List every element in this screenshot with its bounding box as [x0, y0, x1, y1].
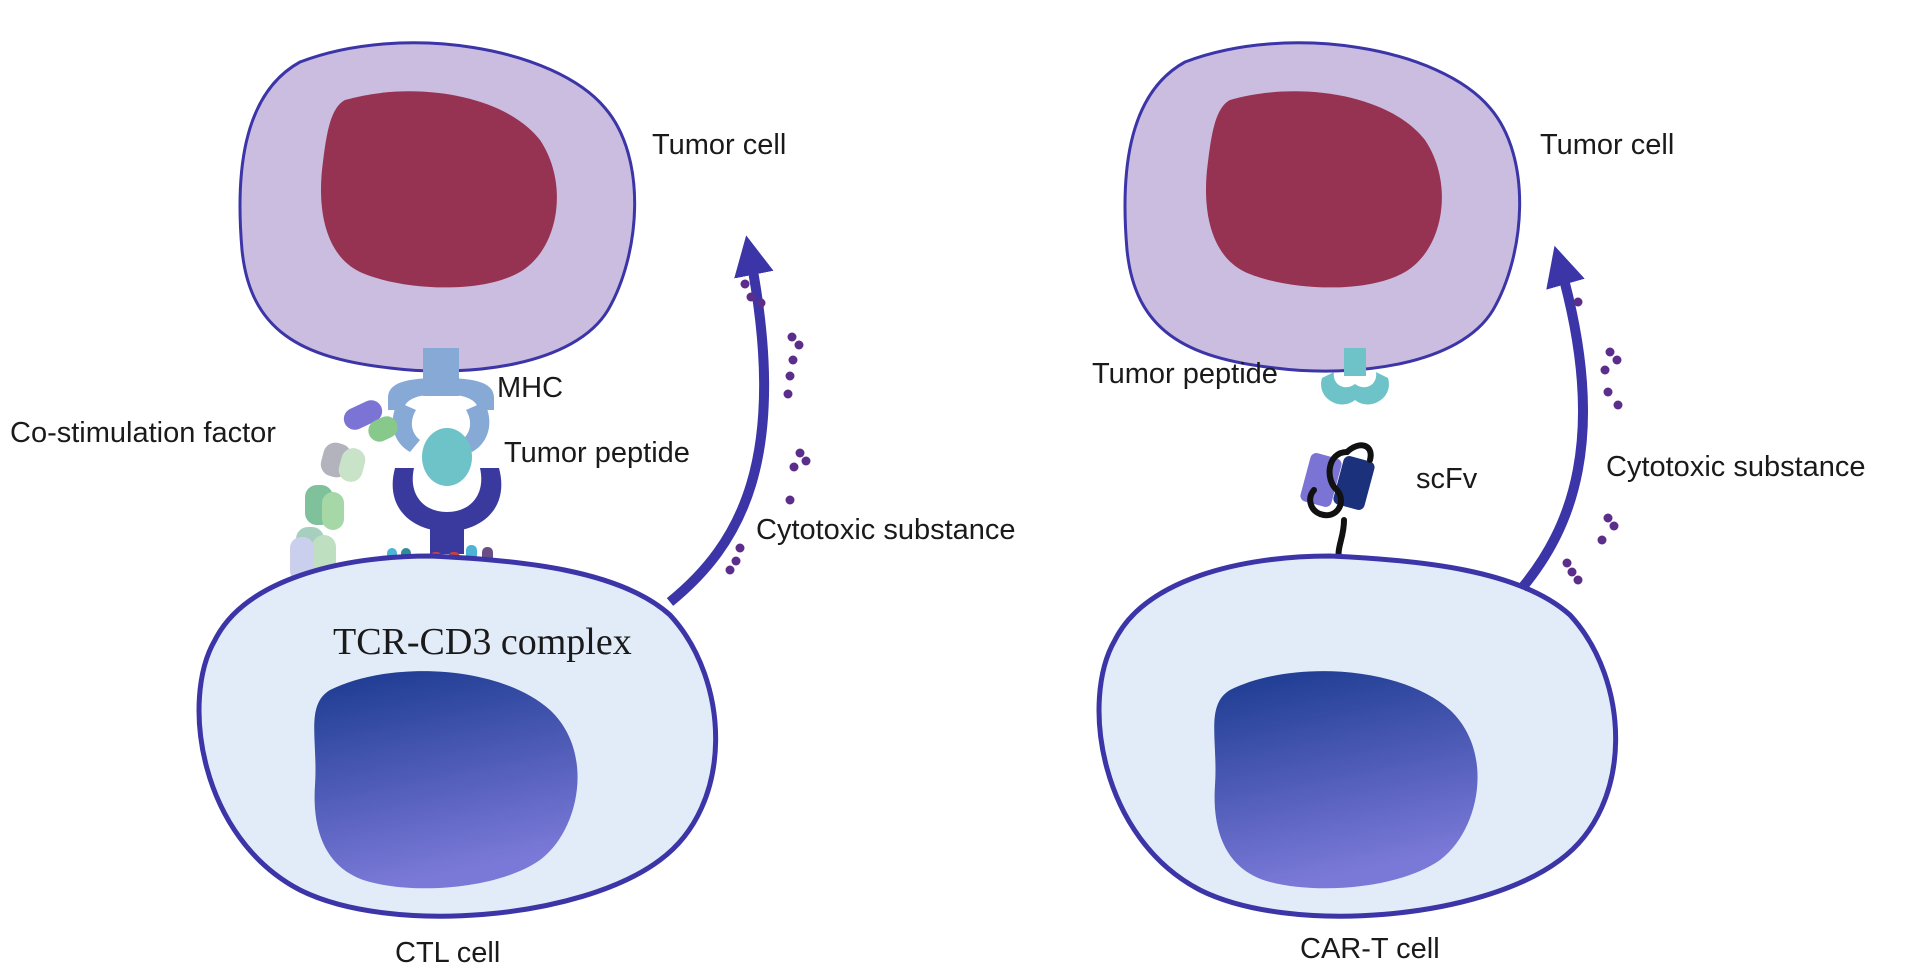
car-t-cell-nucleus	[1214, 671, 1478, 889]
right-cytotoxic-label: Cytotoxic substance	[1606, 451, 1866, 483]
right-tumor-peptide	[1321, 348, 1389, 405]
ctl-cell	[196, 553, 719, 919]
costimulation-label: Co-stimulation factor	[10, 417, 276, 449]
mhc-molecule	[388, 348, 494, 452]
tcr-cd3-label: TCR-CD3 complex	[333, 621, 632, 663]
left-tumor-peptide	[422, 428, 472, 486]
left-cytotoxic-arrow	[666, 235, 774, 606]
left-tumor-cell-label: Tumor cell	[652, 129, 786, 161]
left-panel: Tumor cell MHC Tumor peptide Co-stimulat…	[10, 41, 1016, 969]
right-tumor-cell-label: Tumor cell	[1540, 129, 1674, 161]
scfv-label: scFv	[1416, 463, 1478, 495]
left-tumor-peptide-label: Tumor peptide	[504, 437, 690, 469]
left-cytotoxic-label: Cytotoxic substance	[756, 514, 1016, 546]
left-tumor-nucleus	[320, 91, 557, 288]
mhc-label: MHC	[497, 372, 563, 404]
left-cytotoxic-dots	[725, 279, 811, 575]
right-cytotoxic-arrow	[1518, 245, 1589, 592]
ctl-cell-label: CTL cell	[395, 937, 500, 969]
car-t-cell-label: CAR-T cell	[1300, 933, 1440, 965]
car-t-cell	[1096, 553, 1619, 919]
right-tumor-cell	[1123, 41, 1522, 373]
left-tumor-cell	[238, 41, 637, 373]
right-tumor-peptide-label: Tumor peptide	[1092, 358, 1278, 390]
ctl-cell-nucleus	[314, 671, 578, 889]
tcr-receptor	[392, 468, 502, 554]
right-cytotoxic-dots	[1562, 297, 1623, 585]
right-tumor-nucleus	[1205, 91, 1442, 288]
right-panel: Tumor cell Tumor peptide scFv Cytotoxic …	[1092, 41, 1866, 965]
